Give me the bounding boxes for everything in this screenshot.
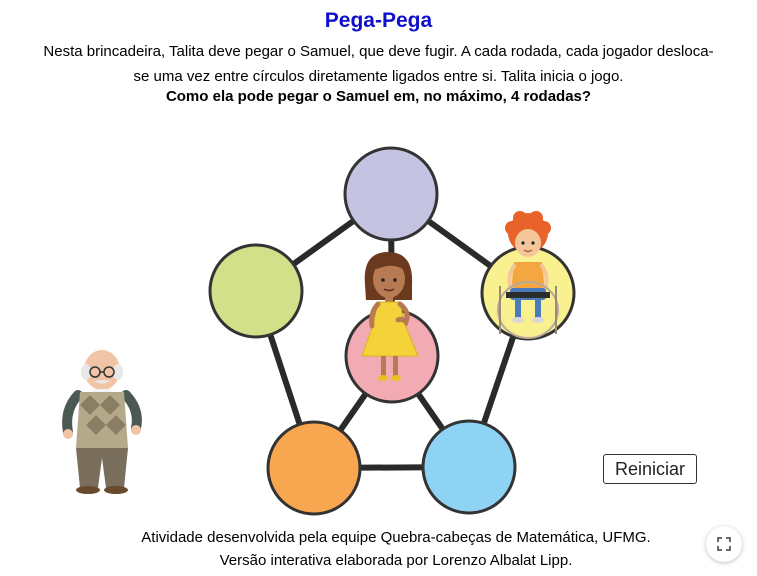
credit-line-2: Versão interativa elaborada por Lorenzo …	[219, 552, 573, 569]
fullscreen-button[interactable]	[706, 526, 742, 562]
talita-token[interactable]	[361, 252, 419, 381]
page-title: Pega-Pega	[324, 9, 433, 32]
wheelchair-child-token[interactable]	[497, 211, 559, 339]
node-left[interactable]	[208, 243, 304, 339]
node-top[interactable]	[343, 146, 439, 242]
board-nodes	[208, 146, 576, 516]
samuel-token[interactable]	[62, 350, 142, 494]
fullscreen-icon	[717, 537, 731, 551]
instructions-text: Nesta brincadeira, Talita deve pegar o S…	[43, 43, 714, 85]
credit-line-1: Atividade desenvolvida pela equipe Quebr…	[141, 529, 651, 546]
credits: Atividade desenvolvida pela equipe Quebr…	[0, 526, 757, 572]
node-bottom-right[interactable]	[421, 419, 517, 515]
question-text: Como ela pode pegar o Samuel em, no máxi…	[165, 88, 592, 105]
node-bottom-left[interactable]	[266, 420, 362, 516]
reset-button[interactable]: Reiniciar	[603, 454, 697, 484]
